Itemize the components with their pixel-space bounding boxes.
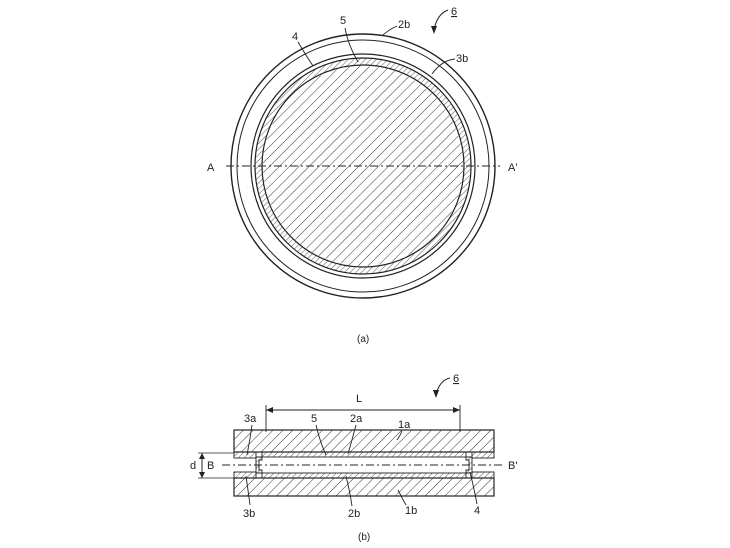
- dim-L-arrow-left: [266, 407, 273, 413]
- leader-2a: [347, 424, 357, 455]
- label-3b-top: 3b: [456, 53, 468, 65]
- arrowhead-6-bottom: [433, 390, 439, 398]
- leader-3b-top: [431, 58, 456, 75]
- leader-4-bottom: [469, 471, 478, 505]
- dim-L-arrow-right: [453, 407, 460, 413]
- dim-d-arrow-bottom: [199, 472, 205, 478]
- label-5-top: 5: [340, 15, 346, 27]
- label-3a: 3a: [244, 413, 257, 425]
- leader-2b-top: [381, 25, 398, 37]
- bottom-edge-right: [471, 471, 495, 479]
- top-edge-right: [471, 451, 495, 459]
- label-B-prime: B': [508, 460, 517, 472]
- leader-5-top: [344, 27, 359, 63]
- ring-3b: [250, 53, 476, 279]
- label-5-bottom: 5: [311, 413, 317, 425]
- top-layer-2a: [261, 451, 467, 458]
- caption-a: (a): [357, 334, 369, 345]
- leader-3a: [246, 424, 253, 456]
- caption-b: (b): [358, 532, 370, 543]
- leader-3b-bottom: [245, 475, 251, 506]
- dim-d-arrow-top: [199, 453, 205, 459]
- label-A-prime: A': [508, 162, 517, 174]
- leader-2b-bottom: [345, 475, 353, 507]
- label-1b: 1b: [405, 505, 417, 517]
- top-plate-1a: [233, 429, 495, 453]
- label-2a: 2a: [350, 413, 363, 425]
- label-2b-top: 2b: [398, 19, 410, 31]
- arrowhead-6-top: [431, 26, 437, 34]
- label-A: A: [207, 162, 215, 174]
- top-edge-left-3a: [233, 451, 257, 459]
- leader-4-top: [297, 41, 314, 67]
- label-B: B: [207, 460, 214, 472]
- bottom-plate-1b: [233, 477, 495, 497]
- center-disk-5-hatch: [263, 66, 463, 266]
- label-3b-bottom: 3b: [243, 508, 255, 520]
- bottom-edge-left-3b: [233, 471, 257, 479]
- ref-6-top: 6: [451, 6, 457, 18]
- figure-a-top-view: A A' 6 2b 5 4 3b (a): [207, 6, 517, 345]
- leader-1a: [396, 430, 403, 441]
- label-L: L: [356, 393, 362, 405]
- label-4-top: 4: [292, 31, 298, 43]
- bottom-layer-2b: [261, 472, 467, 479]
- ref-6-bottom: 6: [453, 373, 459, 385]
- figure-b-cross-section: 6 L d B B': [190, 373, 517, 543]
- label-4-bottom: 4: [474, 505, 480, 517]
- label-1a: 1a: [398, 419, 411, 431]
- leader-5-bottom: [315, 424, 327, 456]
- leader-1b: [397, 489, 407, 506]
- label-2b-bottom: 2b: [348, 508, 360, 520]
- label-d: d: [190, 460, 196, 472]
